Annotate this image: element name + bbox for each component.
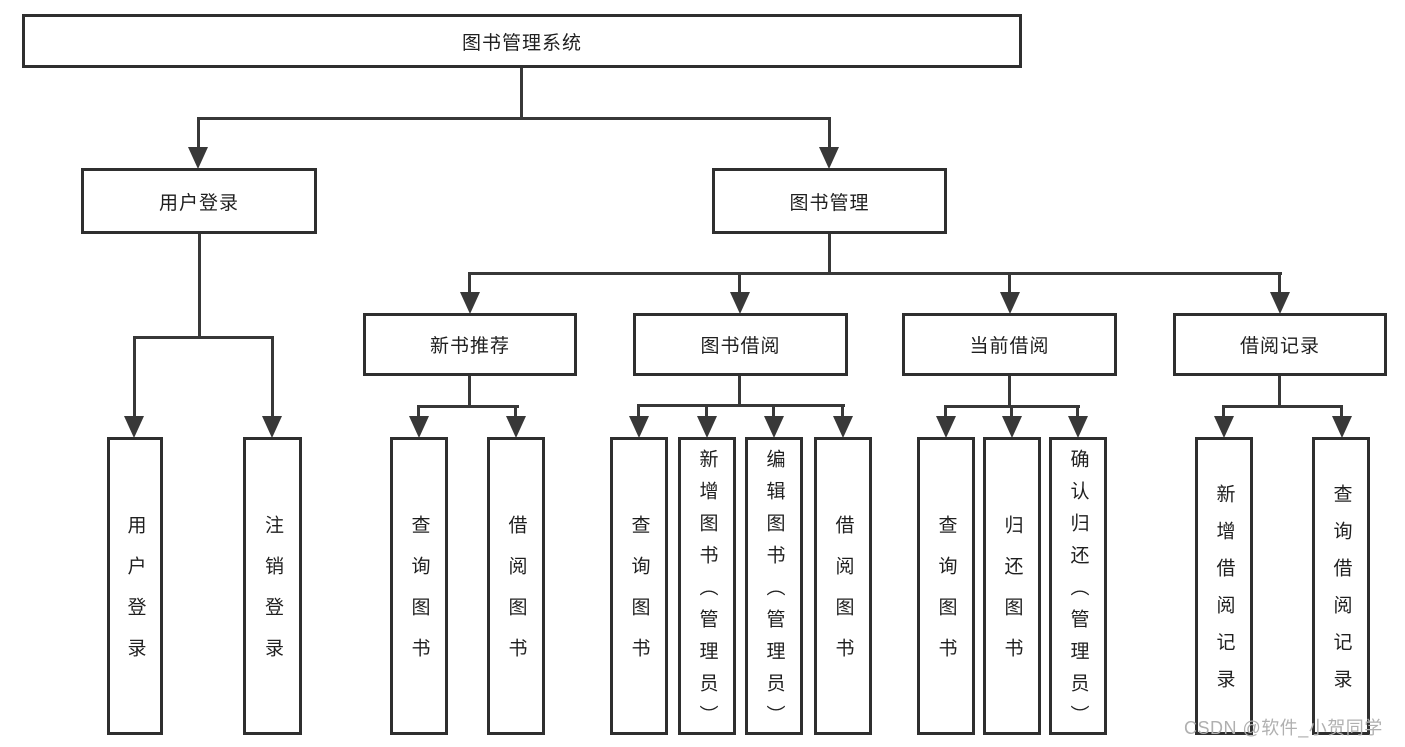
connector-user-stub bbox=[198, 231, 201, 339]
arrow-down-icon bbox=[1000, 292, 1020, 314]
leaf-edit-books-admin: 编辑图书（管理员） bbox=[745, 437, 803, 737]
arrow-down-icon bbox=[1002, 416, 1022, 438]
arrow-down-icon bbox=[506, 416, 526, 438]
node-label: 图书管理 bbox=[789, 192, 870, 214]
connector-group-stub bbox=[738, 373, 741, 407]
connector-shaft bbox=[705, 404, 708, 418]
arrow-down-icon bbox=[1214, 416, 1234, 438]
connector-shaft bbox=[1340, 405, 1343, 418]
leaf-user-login: 用户登录 bbox=[107, 437, 163, 735]
connector-shaft bbox=[944, 405, 947, 418]
leaf-label: 新增借阅记录 bbox=[1213, 484, 1235, 706]
connector-group-stub bbox=[1278, 373, 1281, 407]
leaf-borrow-books-borrowing: 借阅图书 bbox=[814, 437, 872, 735]
leaf-label: 查询图书 bbox=[408, 515, 430, 679]
connector-shaft bbox=[772, 404, 775, 418]
node-borrowing-records: 借阅记录 bbox=[1173, 313, 1387, 376]
node-label: 用户登录 bbox=[158, 192, 239, 214]
connector-shaft bbox=[1222, 405, 1225, 418]
connector-shaft bbox=[828, 117, 831, 150]
leaf-borrow-books-recommend: 借阅图书 bbox=[487, 437, 545, 735]
node-label: 新书推荐 bbox=[429, 336, 510, 357]
node-book-borrowing: 图书借阅 bbox=[633, 313, 848, 376]
node-new-book-recommendation: 新书推荐 bbox=[363, 313, 577, 376]
arrow-down-icon bbox=[833, 416, 853, 438]
arrow-down-icon bbox=[819, 147, 839, 169]
arrow-down-icon bbox=[697, 416, 717, 438]
leaf-label: 查询图书 bbox=[628, 515, 650, 679]
leaf-confirm-return-admin: 确认归还（管理员） bbox=[1049, 437, 1107, 737]
arrow-down-icon bbox=[124, 416, 144, 438]
arrow-down-icon bbox=[262, 416, 282, 438]
connector-root-hline bbox=[197, 117, 831, 120]
connector-shaft bbox=[133, 336, 136, 416]
arrow-down-icon bbox=[1332, 416, 1352, 438]
leaf-query-books-borrowing: 查询图书 bbox=[610, 437, 668, 735]
arrow-down-icon bbox=[1270, 292, 1290, 314]
connector-shaft bbox=[637, 404, 640, 418]
connector-shaft bbox=[514, 405, 517, 418]
arrow-down-icon bbox=[730, 292, 750, 314]
arrow-down-icon bbox=[629, 416, 649, 438]
leaf-label: 编辑图书（管理员） bbox=[763, 448, 785, 737]
connector-shaft bbox=[468, 272, 471, 294]
leaf-label: 归还图书 bbox=[1001, 515, 1023, 679]
leaf-return-books: 归还图书 bbox=[983, 437, 1041, 735]
arrow-down-icon bbox=[764, 416, 784, 438]
node-label: 借阅记录 bbox=[1239, 336, 1320, 357]
connector-shaft bbox=[1010, 405, 1013, 418]
connector-group-stub bbox=[1008, 373, 1011, 408]
connector-shaft bbox=[417, 405, 420, 418]
connector-group-stub bbox=[468, 373, 471, 408]
watermark: CSDN @软件_小贺同学 bbox=[1184, 718, 1383, 738]
leaf-label: 借阅图书 bbox=[505, 515, 527, 679]
leaf-label: 查询图书 bbox=[935, 515, 957, 679]
leaf-label: 用户登录 bbox=[124, 515, 146, 679]
node-current-borrowing: 当前借阅 bbox=[902, 313, 1117, 376]
node-label: 图书管理系统 bbox=[461, 32, 582, 54]
connector-mgmt-hline bbox=[468, 272, 1282, 275]
leaf-logout: 注销登录 bbox=[243, 437, 302, 735]
connector-shaft bbox=[1278, 272, 1281, 294]
leaf-query-books-recommend: 查询图书 bbox=[390, 437, 448, 735]
connector-shaft bbox=[1008, 272, 1011, 294]
connector-shaft bbox=[197, 117, 200, 150]
connector-mgmt-stub bbox=[828, 231, 831, 275]
leaf-label: 注销登录 bbox=[262, 515, 283, 679]
leaf-add-borrow-record: 新增借阅记录 bbox=[1195, 437, 1253, 735]
leaf-query-books-current: 查询图书 bbox=[917, 437, 975, 735]
leaf-label: 查询借阅记录 bbox=[1330, 484, 1352, 706]
connector-shaft bbox=[271, 336, 274, 416]
node-label: 当前借阅 bbox=[969, 336, 1050, 357]
leaf-query-borrow-record: 查询借阅记录 bbox=[1312, 437, 1370, 735]
leaf-label: 新增图书（管理员） bbox=[696, 448, 718, 737]
connector-group-hline bbox=[417, 405, 519, 408]
connector-group-hline bbox=[637, 404, 845, 407]
node-book-management: 图书管理 bbox=[712, 168, 947, 234]
leaf-add-books-admin: 新增图书（管理员） bbox=[678, 437, 736, 737]
leaf-label: 确认归还（管理员） bbox=[1067, 448, 1089, 737]
node-label: 图书借阅 bbox=[700, 336, 781, 357]
arrow-down-icon bbox=[188, 147, 208, 169]
connector-shaft bbox=[738, 272, 741, 294]
connector-user-hline bbox=[133, 336, 274, 339]
node-library-management-system: 图书管理系统 bbox=[22, 14, 1022, 68]
node-user-login-branch: 用户登录 bbox=[81, 168, 317, 234]
arrow-down-icon bbox=[409, 416, 429, 438]
connector-shaft bbox=[1076, 405, 1079, 418]
leaf-label: 借阅图书 bbox=[832, 515, 854, 679]
arrow-down-icon bbox=[460, 292, 480, 314]
connector-shaft bbox=[841, 404, 844, 418]
connector-group-hline bbox=[1222, 405, 1343, 408]
connector-root-stub bbox=[520, 66, 523, 118]
arrow-down-icon bbox=[936, 416, 956, 438]
arrow-down-icon bbox=[1068, 416, 1088, 438]
